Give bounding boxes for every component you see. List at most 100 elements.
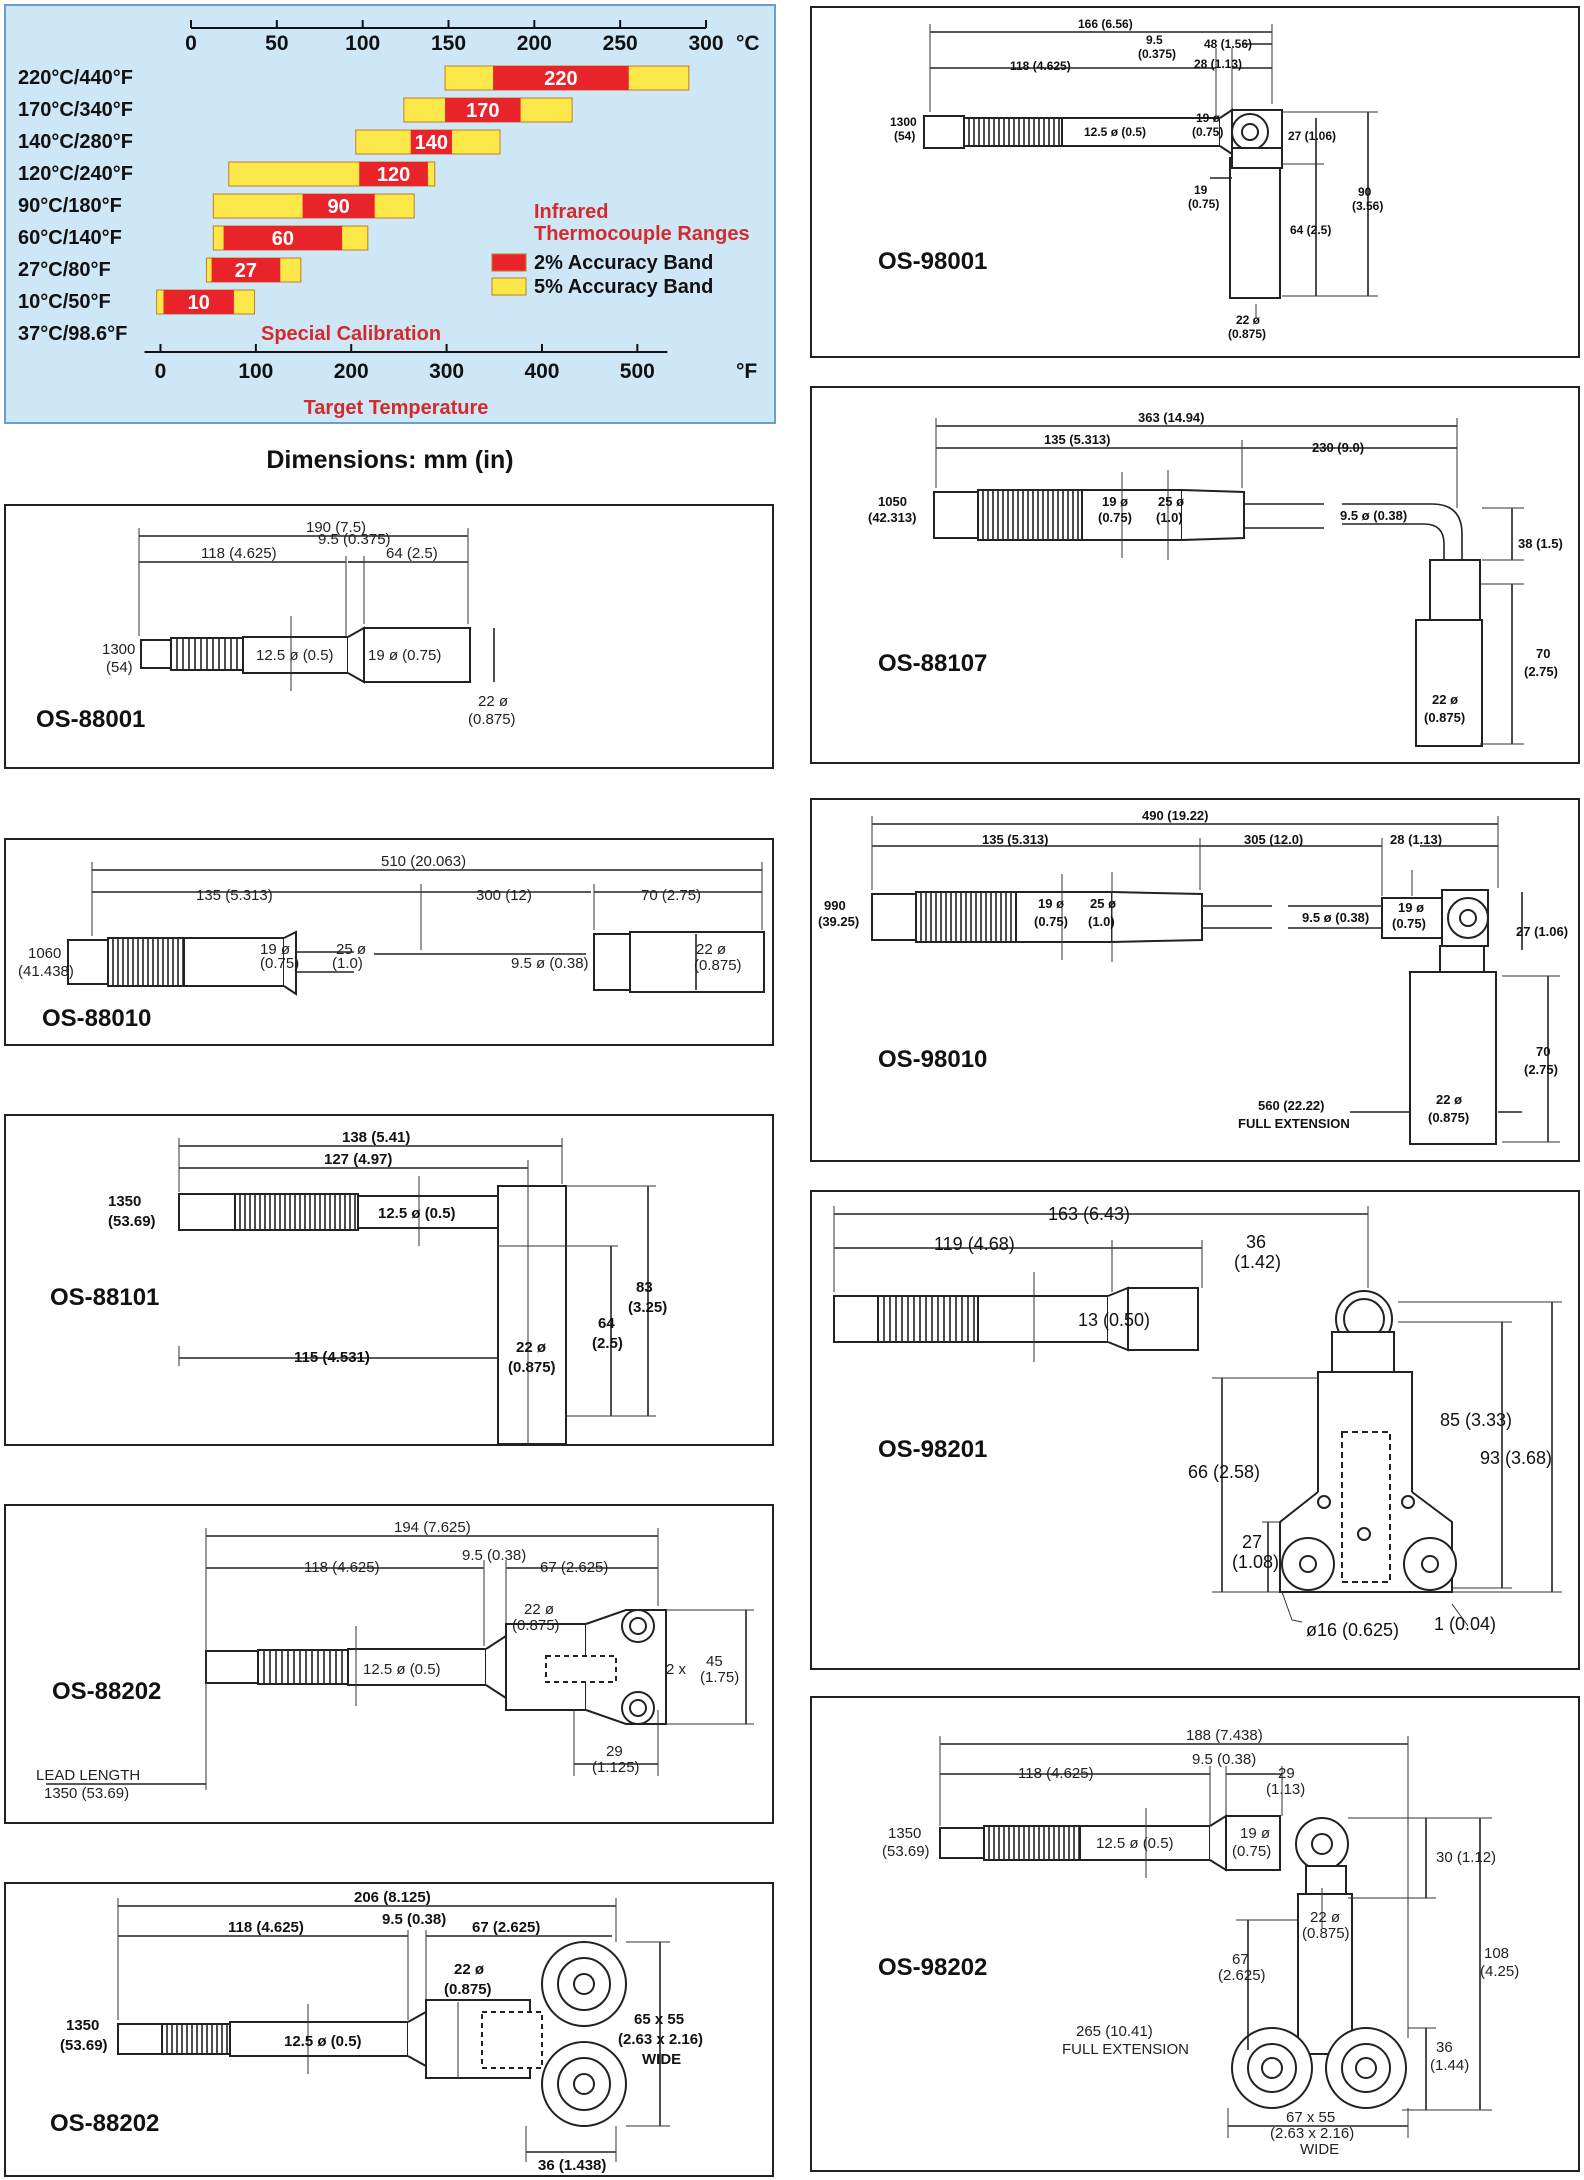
bar-2pct — [359, 162, 428, 186]
dim-cable-in: (53.69) — [108, 1213, 156, 1230]
bar-2pct — [410, 130, 452, 154]
strain-relief — [977, 489, 1083, 541]
dim-shaft: 118 (4.625) — [1018, 1765, 1094, 1782]
dim-cable: 990 — [824, 898, 846, 913]
dim-108: 108 — [1484, 1945, 1509, 1962]
dim-shaft: 135 (5.313) — [196, 887, 273, 904]
dim-shaft: 119 (4.68) — [934, 1234, 1015, 1254]
fahrenheit-tick-label: 500 — [620, 360, 655, 383]
dim-22: 22 ø — [454, 1961, 485, 1978]
dim-shaft: 135 (5.313) — [1044, 432, 1111, 447]
dim-shaft: 118 (4.625) — [201, 545, 277, 562]
dim-wide: WIDE — [1300, 2141, 1339, 2158]
dim-19: 19 ø — [1038, 896, 1064, 911]
row-label: 37°C/98.6°F — [18, 323, 127, 345]
bar-2pct — [163, 290, 234, 314]
dim-27: 27 (1.06) — [1288, 129, 1336, 143]
fahrenheit-tick-label: 100 — [238, 360, 273, 383]
strain-relief — [107, 937, 185, 987]
bar-label: 27 — [235, 260, 257, 282]
dim-cable-in: (41.438) — [18, 963, 74, 980]
dim-85: 85 (3.33) — [1440, 1410, 1512, 1430]
dim-shaft: 118 (4.625) — [228, 1919, 304, 1936]
dim-lead: 230 (9.0) — [1312, 440, 1364, 455]
dim-taper: 9.5 (0.375) — [318, 531, 391, 548]
panel-os-88202-b: 206 (8.125) 118 (4.625) 9.5 (0.38) 67 (2… — [4, 1882, 774, 2177]
dim-9-5: 9.5 — [1146, 33, 1163, 47]
dim-70: 70 — [1536, 646, 1550, 661]
dim-length: 127 (4.97) — [324, 1151, 392, 1168]
dim-shaft-dia: 12.5 ø (0.5) — [363, 1661, 441, 1678]
dim-25-in: (1.0) — [1088, 914, 1115, 929]
dim-overall: 138 (5.41) — [342, 1129, 410, 1146]
legend-title: Thermocouple Ranges — [534, 223, 750, 245]
dim-22-in: (0.875) — [1424, 710, 1465, 725]
dim-36: 36 (1.438) — [538, 2157, 606, 2174]
model-label: OS-88107 — [878, 650, 988, 677]
dim-overall: 363 (14.94) — [1138, 410, 1205, 425]
panel-os-88202-a: 194 (7.625) 118 (4.625) 9.5 (0.38) 67 (2… — [4, 1504, 774, 1824]
bar-label: 90 — [328, 196, 350, 218]
panel-os-88010: 510 (20.063) 135 (5.313) 300 (12) 70 (2.… — [4, 838, 774, 1046]
celsius-tick-label: 150 — [431, 32, 466, 55]
dim-115: 115 (4.531) — [294, 1349, 370, 1366]
dim-70-in: (2.75) — [1524, 1062, 1558, 1077]
dim-taper: 9.5 (0.38) — [1192, 1751, 1256, 1768]
dim-cable: 1350 — [108, 1193, 141, 1210]
row-label: 170°C/340°F — [18, 99, 133, 121]
dim-head-dia: 19 ø (0.75) — [368, 647, 441, 664]
dim-head: 67 (2.625) — [472, 1919, 540, 1936]
dim-cable-in: (53.69) — [882, 1843, 930, 1860]
dim-head: 67 (2.625) — [540, 1559, 608, 1576]
model-label: OS-88202 — [50, 2110, 160, 2137]
strain-relief — [161, 2023, 231, 2055]
dim-19b: 19 — [1194, 183, 1208, 197]
dim-29-in: (1.13) — [1266, 1781, 1305, 1798]
strain-relief — [877, 1295, 979, 1343]
dim-67-in: (2.625) — [1218, 1967, 1266, 1984]
dim-lead: 1300 — [102, 641, 135, 658]
dim-22: 22 ø — [1310, 1909, 1340, 1926]
row-label: 220°C/440°F — [18, 67, 133, 89]
dim-45: 45 — [706, 1653, 723, 1670]
dim-head: 64 (2.5) — [386, 545, 438, 562]
dim-108-in: (4.25) — [1480, 1963, 1519, 1980]
relief-outline — [977, 489, 1083, 541]
bar-2pct — [445, 98, 521, 122]
fahrenheit-tick-label: 0 — [155, 360, 167, 383]
dim-265: 265 (10.41) — [1076, 2023, 1153, 2040]
panel-os-88001: 190 (7.5) 118 (4.625) 9.5 (0.375) 64 (2.… — [4, 504, 774, 769]
drawing-os-88101: 138 (5.41) 127 (4.97) 1350 (53.69) 12.5 … — [108, 1129, 667, 1444]
dim-19-in: (0.75) — [1232, 1843, 1271, 1860]
strain-relief — [963, 117, 1063, 147]
dim-cable: 1350 — [66, 2017, 99, 2034]
dim-22-in: (0.875) — [1302, 1925, 1350, 1942]
celsius-tick-label: 300 — [688, 32, 723, 55]
bar-label: 10 — [188, 292, 210, 314]
dim-27: 27 — [1242, 1532, 1262, 1552]
dim-22-in: (0.875) — [508, 1359, 556, 1376]
model-label: OS-98010 — [878, 1046, 988, 1073]
dim-38: 38 (1.5) — [1518, 536, 1563, 551]
dim-36: 36 — [1246, 1232, 1266, 1252]
bar-label: 220 — [544, 68, 577, 90]
dim-65x55: 65 x 55 — [634, 2011, 684, 2028]
dim-29: 29 — [1278, 1765, 1295, 1782]
drawing-os-88001: 190 (7.5) 118 (4.625) 9.5 (0.375) 64 (2.… — [102, 519, 516, 728]
dim-overall: 194 (7.625) — [394, 1519, 471, 1536]
dim-full-extension: FULL EXTENSION — [1062, 2041, 1189, 2058]
dim-19-in: (0.75) — [1034, 914, 1068, 929]
drawing-os-88202-b: 206 (8.125) 118 (4.625) 9.5 (0.38) 67 (2… — [60, 1889, 703, 2174]
dim-22-in: (0.875) — [512, 1617, 560, 1634]
panel-os-98001: 166 (6.56) 9.5 (0.375) 48 (1.56) 118 (4.… — [810, 6, 1580, 358]
row-label: 60°C/140°F — [18, 227, 122, 249]
dim-25-in: (1.0) — [332, 955, 363, 972]
celsius-tick-label: 100 — [345, 32, 380, 55]
dim-560: 560 (22.22) — [1258, 1098, 1325, 1113]
dim-cable-in: (53.69) — [60, 2037, 108, 2054]
celsius-tick-label: 50 — [265, 32, 288, 55]
dim-29: 29 — [606, 1743, 623, 1760]
panel-os-88101: 138 (5.41) 127 (4.97) 1350 (53.69) 12.5 … — [4, 1114, 774, 1446]
bar-label: 140 — [415, 132, 448, 154]
